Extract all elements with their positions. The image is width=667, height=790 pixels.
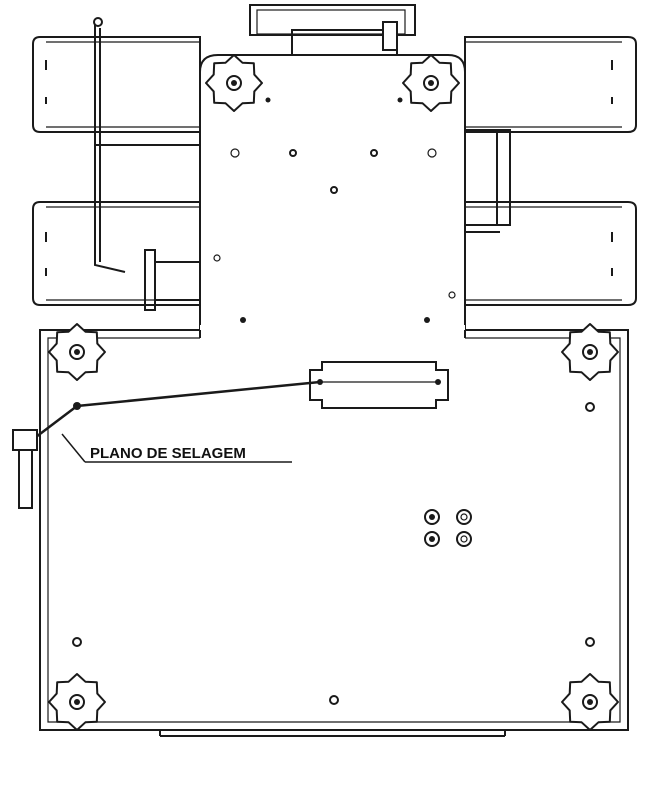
- leveling-feet: [48, 54, 619, 731]
- upper-right-arm: [464, 36, 637, 133]
- callout-leader: [61, 433, 292, 463]
- leveling-foot-3: [48, 323, 106, 381]
- center-plate-holes: [213, 97, 456, 323]
- upper-left-arm: [32, 36, 201, 133]
- top-connector-housing: [249, 4, 416, 61]
- base-plate-holes: [72, 402, 595, 705]
- seal-plate: [309, 361, 449, 409]
- base-plate: [39, 325, 629, 737]
- right-side-block: [464, 129, 511, 233]
- left-lever-assembly: [93, 17, 200, 311]
- four-hole-group: [424, 509, 472, 547]
- leveling-foot-4: [561, 323, 619, 381]
- leveling-foot-6: [561, 673, 619, 731]
- leveling-foot-1: [205, 54, 263, 112]
- sealing-plane-label: PLANO DE SELAGEM: [90, 445, 246, 462]
- leveling-foot-5: [48, 673, 106, 731]
- lower-right-arm: [464, 201, 637, 306]
- seal-wire: [31, 380, 321, 441]
- lower-left-arm: [32, 201, 201, 306]
- seal-lead: [12, 429, 38, 509]
- leveling-foot-2: [402, 54, 460, 112]
